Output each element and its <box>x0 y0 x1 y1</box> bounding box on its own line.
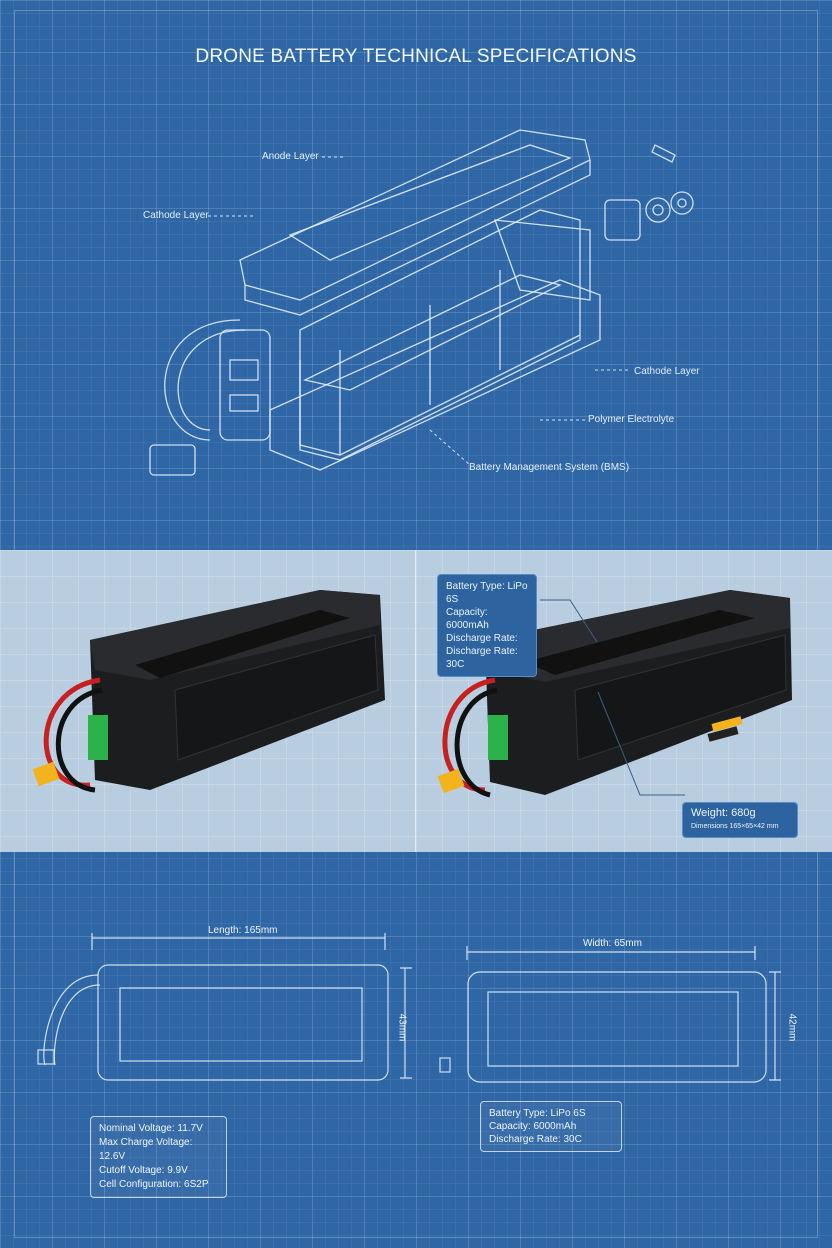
battery-render-left <box>32 590 385 793</box>
callout-line: Capacity: 6000mAh <box>446 607 489 631</box>
weight-value: Weight: 680g <box>691 807 756 819</box>
battery-renders <box>32 590 792 798</box>
weight-subtext: Dimensions 165×65×42 mm <box>691 823 779 830</box>
top-cover <box>239 129 591 316</box>
label-polymer-electrolyte: Polymer Electrolyte <box>588 414 675 425</box>
label-cathode-layer-right: Cathode Layer <box>634 366 700 377</box>
dimension-height-right: 42mm <box>786 1013 798 1042</box>
specs-battery-box: Battery Type: LiPo 6S Capacity: 6000mAh … <box>480 1101 622 1152</box>
xt60-connector-icon <box>32 761 60 787</box>
page-title: DRONE BATTERY TECHNICAL SPECIFICATIONS <box>195 46 637 67</box>
end-view-drawing <box>439 946 781 1083</box>
battery-label <box>88 715 108 760</box>
dimension-length: Length: 165mm <box>208 925 278 936</box>
spec-cell-configuration: Cell Configuration: 6S2P <box>99 1179 209 1190</box>
cell-stack <box>299 209 581 461</box>
callout-weight: Weight: 680g Dimensions 165×65×42 mm <box>682 802 798 838</box>
wire-red-icon <box>43 677 101 788</box>
dimension-height-left: 43mm <box>396 1013 408 1042</box>
specs-electrical-box: Nominal Voltage: 11.7V Max Charge Voltag… <box>90 1116 227 1198</box>
balance-lead <box>149 319 246 476</box>
connector-parts <box>604 144 694 241</box>
dimension-width: Width: 65mm <box>583 938 642 949</box>
callout-battery-specs: Battery Type: LiPo 6S Capacity: 6000mAh … <box>437 574 537 677</box>
leader-lines <box>208 156 630 466</box>
exploded-battery-diagram <box>149 129 694 476</box>
panel-divider <box>415 550 416 852</box>
callout-line: Discharge Rate: 30C <box>446 646 518 670</box>
spec-discharge-rate: Discharge Rate: 30C <box>489 1134 582 1145</box>
spec-max-charge-voltage: Max Charge Voltage: 12.6V <box>99 1137 193 1162</box>
spec-cutoff-voltage: Cutoff Voltage: 9.9V <box>99 1165 188 1176</box>
label-bms: Battery Management System (BMS) <box>469 462 630 473</box>
orthographic-drawings <box>37 933 781 1083</box>
tray <box>269 279 601 471</box>
spec-nominal-voltage: Nominal Voltage: 11.7V <box>99 1123 203 1134</box>
spec-battery-type: Battery Type: LiPo 6S <box>489 1108 586 1119</box>
spec-capacity: Capacity: 6000mAh <box>489 1121 577 1132</box>
callout-line: Battery Type: LiPo 6S <box>446 581 528 605</box>
callout-line: Discharge Rate: <box>446 633 518 644</box>
battery-render-right <box>437 590 792 798</box>
label-cathode-layer-left: Cathode Layer <box>143 210 209 221</box>
spare-connector-icon <box>711 716 743 732</box>
side-view-drawing <box>37 933 412 1081</box>
label-anode-layer: Anode Layer <box>262 151 319 162</box>
